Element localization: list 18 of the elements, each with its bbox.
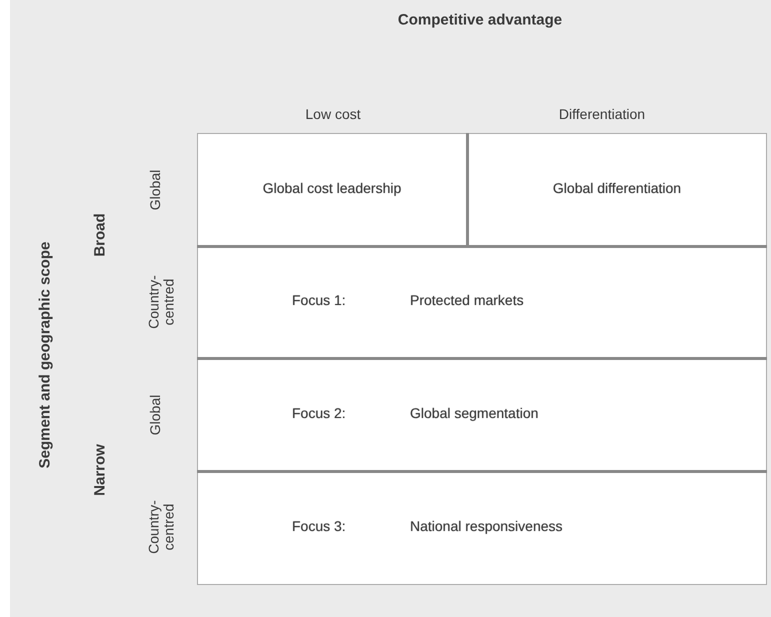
column-header: Low cost	[305, 106, 361, 122]
strategy-label: Global cost leadership	[262, 180, 402, 196]
column-header: Differentiation	[558, 106, 646, 122]
strategy-label: Global differentiation	[552, 180, 682, 196]
row-group-header: Narrow	[92, 444, 108, 496]
axis-title: Segment and geographic scope	[36, 242, 54, 468]
focus-label: Focus 3:	[292, 518, 346, 534]
strategy-label: Global segmentation	[410, 404, 538, 420]
strategy-label: Protected markets	[410, 292, 524, 308]
row-header: Country-centred	[146, 499, 178, 556]
strategy-label: National responsiveness	[410, 518, 563, 534]
focus-label: Focus 2:	[292, 404, 346, 420]
row-header: Country-centred	[146, 274, 178, 331]
focus-label: Focus 1:	[292, 292, 346, 308]
axis-title: Competitive advantage	[398, 12, 562, 28]
row-header: Global	[147, 394, 163, 436]
row-header: Global	[147, 170, 163, 210]
row-group-header: Broad	[92, 213, 108, 257]
